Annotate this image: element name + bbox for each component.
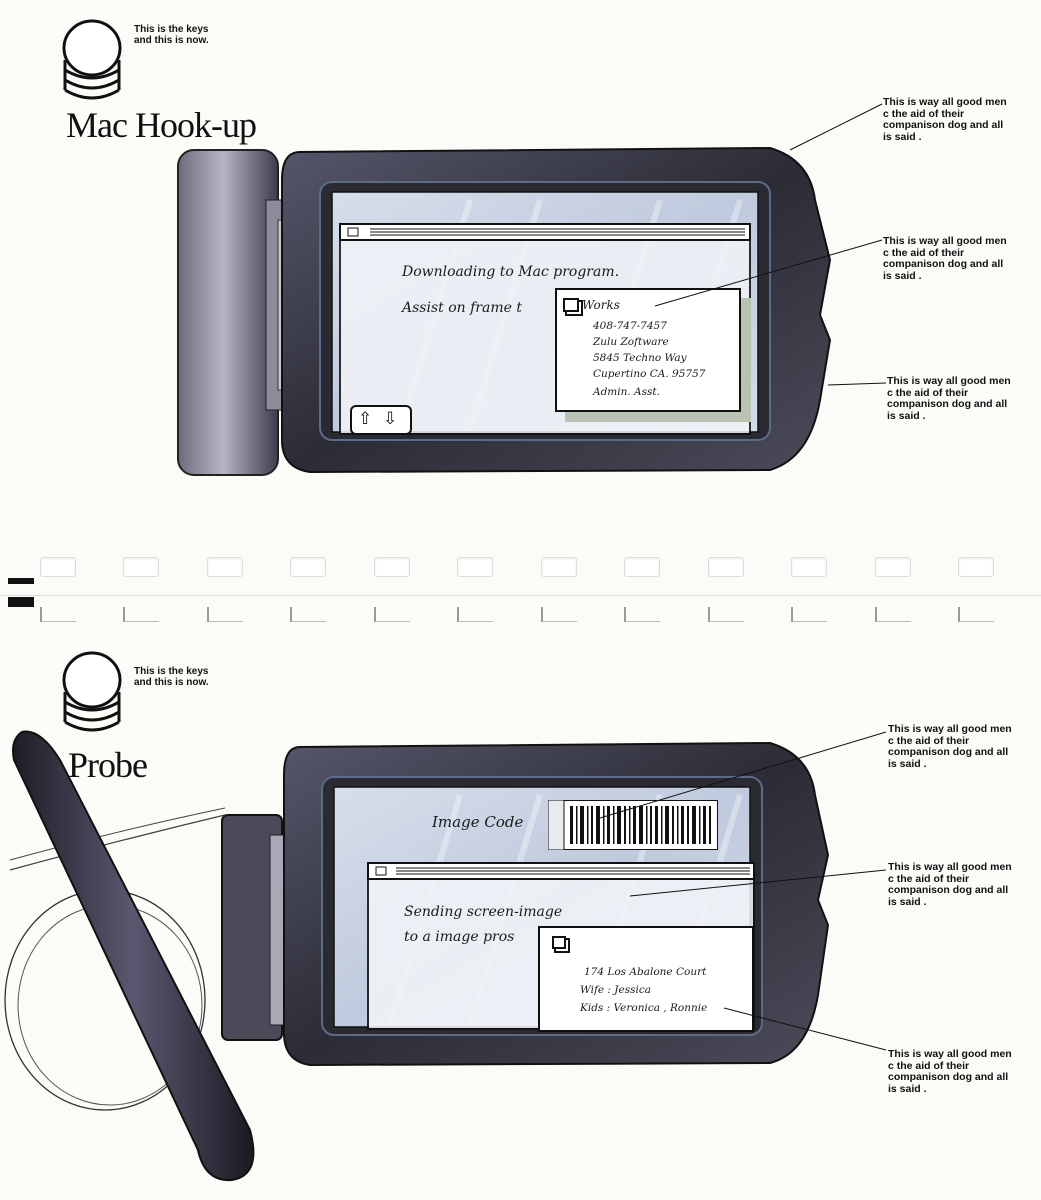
callout-leaders	[599, 731, 887, 1051]
card-line: Zulu Zoftware	[593, 336, 669, 348]
panel-mac-hookup: This is the keys and this is now. Mac Ho…	[0, 0, 1041, 530]
contact-card: 174 Los Abalone Court Wife : Jessica Kid…	[538, 926, 754, 1032]
card-line: 5845 Techno Way	[593, 352, 687, 364]
card-line: 408-747-7457	[593, 320, 667, 332]
barcode-icon	[548, 800, 718, 850]
callout-leaders	[654, 103, 887, 386]
card-line: 174 Los Abalone Court	[584, 966, 707, 978]
card-line: Admin. Asst.	[593, 386, 660, 398]
card-line: Wife : Jessica	[580, 984, 651, 996]
panel-title: Mac Hook-up	[66, 105, 257, 145]
perforation-strip	[0, 545, 1041, 630]
callout-note: This is way all good men c the aid of th…	[883, 235, 1007, 282]
scroll-up-arrow-icon[interactable]: ⇧	[358, 409, 373, 428]
callout-note: This is way all good men c the aid of th…	[888, 1048, 1012, 1095]
probe-wand-illustration	[4, 730, 255, 1182]
contact-card: Works 408-747-7457 Zulu Zoftware 5845 Te…	[555, 288, 741, 412]
panel-probe: This is the keys and this is now. Probe	[0, 640, 1041, 1200]
callout-note: This is way all good men c the aid of th…	[883, 96, 1007, 143]
screen-line-1: Sending screen-image	[404, 904, 563, 920]
callout-note: This is way all good men c the aid of th…	[887, 375, 1011, 422]
document-icon	[563, 298, 579, 312]
disk-stack-icon	[62, 19, 122, 100]
document-icon	[552, 936, 566, 949]
card-title: Works	[582, 298, 620, 312]
scroll-buttons: ⇧ ⇩	[350, 405, 412, 435]
screen-line-1: Downloading to Mac program.	[402, 264, 620, 280]
screen-line-2: Assist on frame t	[402, 300, 522, 316]
panel-title: Probe	[68, 745, 148, 785]
screen-line-2: to a image pros	[404, 929, 515, 945]
keys-caption: This is the keys and this is now.	[134, 666, 209, 688]
disk-stack-icon	[62, 651, 122, 732]
callout-note: This is way all good men c the aid of th…	[888, 723, 1012, 770]
callout-note: This is way all good men c the aid of th…	[888, 861, 1012, 908]
keys-caption: This is the keys and this is now.	[134, 24, 209, 46]
card-line: Cupertino CA. 95757	[593, 368, 706, 380]
card-line: Kids : Veronica , Ronnie	[580, 1002, 708, 1014]
image-code-label: Image Code	[432, 813, 524, 831]
scroll-down-arrow-icon[interactable]: ⇩	[383, 409, 398, 428]
